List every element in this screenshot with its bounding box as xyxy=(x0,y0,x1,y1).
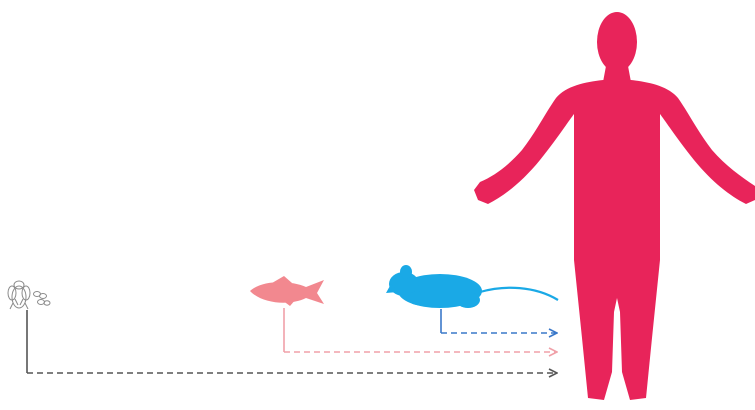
fish-icon xyxy=(250,276,324,306)
mouse-icon xyxy=(386,265,558,308)
arrow-mouse-to-human xyxy=(441,309,557,333)
arrow-fly-to-human xyxy=(27,310,557,373)
human-icon xyxy=(474,12,755,400)
fly-yeast-icon xyxy=(8,281,50,309)
arrow-fish-to-human xyxy=(284,308,557,352)
